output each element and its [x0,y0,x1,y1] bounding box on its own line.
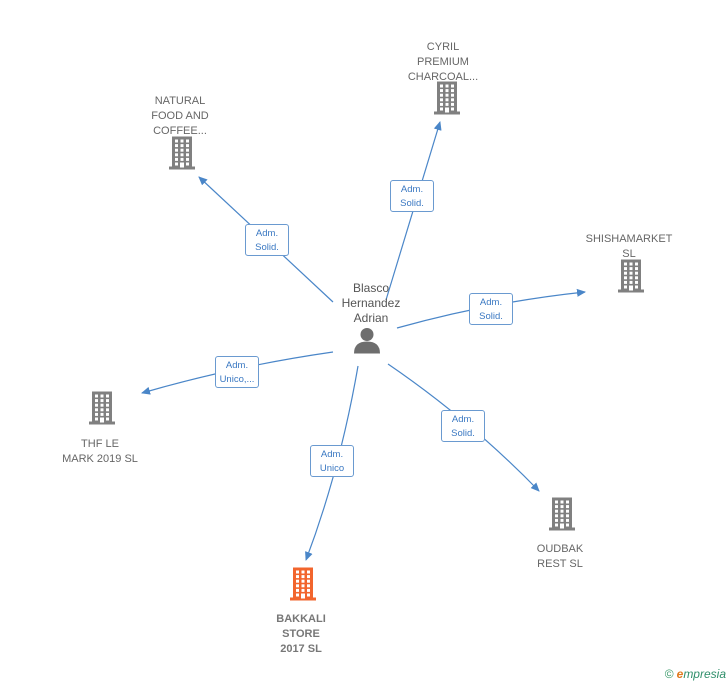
building-icon [290,567,316,601]
building-icon [434,81,460,115]
brand-initial: e [676,667,684,681]
company-node-oudbak[interactable] [547,497,577,536]
edge-label-bakkali[interactable]: Adm. Unico [310,445,354,477]
edge-label-cyril[interactable]: Adm. Solid. [390,180,434,212]
company-node-shisha[interactable] [616,259,646,298]
company-node-natural[interactable] [167,136,197,175]
company-label-oudbak[interactable]: OUDBAK REST SL [536,543,584,570]
building-icon [618,259,644,293]
center-node-label[interactable]: Blasco Hernandez Adrian [341,281,401,325]
building-icon [169,136,195,170]
building-icon [89,391,115,425]
edge-label-shisha[interactable]: Adm. Solid. [469,293,513,325]
empresia-brand[interactable]: ©empresia [665,667,726,681]
edge-label-oudbak[interactable]: Adm. Solid. [441,410,485,442]
edge-label-natural[interactable]: Adm. Solid. [245,224,289,256]
company-node-bakkali[interactable] [288,567,318,606]
company-label-bakkali[interactable]: BAKKALI STORE 2017 SL [276,613,326,655]
company-label-cyril[interactable]: CYRIL PREMIUM CHARCOAL... [407,41,479,83]
building-icon [549,497,575,531]
center-node[interactable] [352,326,382,361]
person-icon [354,328,380,354]
brand-name: mpresia [683,667,726,681]
company-node-cyril[interactable] [432,81,462,120]
copyright-symbol: © [664,667,674,681]
company-node-thf[interactable] [87,391,117,430]
company-label-shisha[interactable]: SHISHAMARKET SL [585,233,673,260]
company-label-thf[interactable]: THF LE MARK 2019 SL [62,438,138,465]
company-label-natural[interactable]: NATURAL FOOD AND COFFEE... [151,95,209,137]
edge-label-thf[interactable]: Adm. Unico,... [215,356,259,388]
